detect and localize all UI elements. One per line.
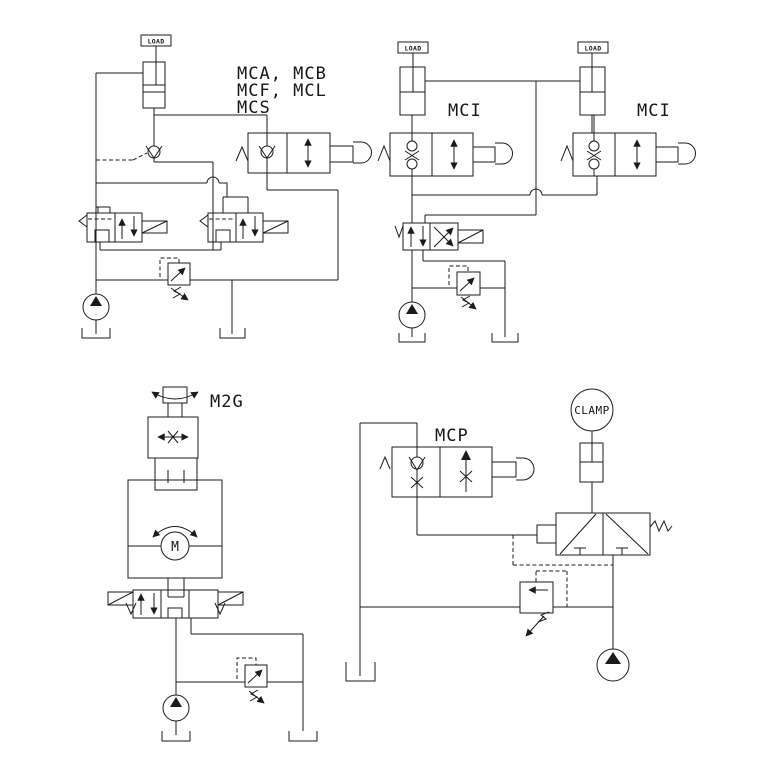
brake-cylinder: [154, 457, 198, 491]
solenoid-valve-1b: [199, 212, 289, 250]
pilot-sense-line: [512, 535, 613, 566]
solenoid-icon: [217, 591, 244, 606]
relief-valve-1: [96, 257, 338, 301]
mci-valve-left: [377, 132, 513, 177]
relief-valve-2: [412, 265, 505, 310]
spring-icon: [560, 144, 574, 162]
cylinder-2b: [579, 53, 606, 133]
branch-line-hop-1: [96, 176, 249, 213]
pump-symbol-1: [82, 293, 110, 334]
mci-valve-right: [560, 132, 696, 177]
directional-valve-2: [394, 222, 484, 251]
circuit-mca-family: [78, 34, 372, 339]
load-label-2a: LOAD: [405, 45, 422, 53]
adjustable-spring-icon: [249, 689, 259, 702]
clamp-label: CLAMP: [574, 404, 610, 417]
model-label-mci-left: MCI: [448, 101, 482, 121]
spring-icon: [379, 455, 391, 470]
solenoid-icon: [457, 229, 484, 244]
relief-pilot-line: [535, 570, 568, 607]
relief-valve-4: [360, 581, 613, 637]
motor-letter: M: [171, 540, 179, 555]
model-label-m2g: M2G: [210, 392, 244, 412]
clamp-cylinder: [579, 431, 604, 513]
plunger-icon: [655, 142, 696, 165]
release-valve-1: [235, 132, 372, 174]
model-line-1: MCA, MCB: [237, 64, 327, 84]
suction-line-4: [359, 422, 418, 676]
pilot-drop-line: [424, 81, 537, 223]
pilot-check-valve-1: [96, 145, 163, 162]
plunger-icon: [329, 141, 372, 164]
rotary-output-shaft: [151, 386, 199, 417]
supply-line-hop: [411, 176, 598, 223]
spring-icon: [78, 214, 88, 228]
return-line-1: [266, 173, 339, 280]
return-lines-3: [175, 618, 304, 731]
circuit-m2g: [107, 386, 318, 742]
circuit-mci: [377, 41, 696, 343]
plunger-icon: [491, 457, 535, 481]
spring-icon: [199, 214, 209, 228]
pump-symbol-3: [162, 694, 190, 735]
load-label-2b: LOAD: [585, 45, 602, 53]
pilot-supply-line: [416, 497, 537, 536]
mcp-valve: [379, 446, 535, 498]
pump-symbol-2: [398, 301, 426, 337]
tank-symbol-1b: [219, 280, 246, 339]
model-line-2: MCF, MCL: [237, 81, 327, 101]
model-line-3: MCS: [237, 98, 271, 118]
solenoid-valve-1a: [78, 206, 168, 250]
adjustable-spring-icon: [537, 611, 550, 623]
tank-symbol-1a: [81, 328, 111, 339]
tank-symbol-3a: [161, 731, 191, 742]
motor-block: [127, 479, 223, 579]
spring-icon: [125, 602, 137, 616]
tank-symbol-2b: [491, 333, 519, 343]
solenoid-icon: [262, 220, 289, 234]
spring-icon: [377, 144, 391, 162]
model-label-mci-right: MCI: [637, 101, 671, 121]
solenoid-icon: [107, 591, 134, 606]
load-label-1: LOAD: [148, 38, 165, 46]
spring-icon: [235, 145, 249, 162]
tank-symbol-2a: [398, 333, 426, 343]
return-lines-2: [411, 250, 506, 337]
solenoid-icon: [141, 220, 168, 234]
spring-icon: [214, 602, 226, 616]
tank-symbol-4: [345, 662, 376, 682]
plunger-icon: [472, 142, 513, 165]
spring-icon: [394, 225, 404, 239]
rotation-arrow: [152, 526, 198, 538]
model-label-mca-family: MCA, MCB MCF, MCL MCS: [237, 64, 327, 118]
spring-icon: [649, 519, 673, 533]
model-label-mcp: MCP: [435, 426, 469, 446]
clamp-sequence-valve: [555, 512, 673, 556]
adjustable-spring-icon: [172, 286, 182, 299]
pump-symbol-4: [596, 648, 630, 682]
circuit-mcp: [345, 388, 673, 682]
adjustable-spring-icon: [461, 295, 471, 308]
cylinder-2a: [399, 53, 426, 133]
load-box-2b: [577, 41, 609, 54]
relief-valve-3: [176, 657, 303, 704]
tank-symbol-3b: [288, 731, 318, 742]
